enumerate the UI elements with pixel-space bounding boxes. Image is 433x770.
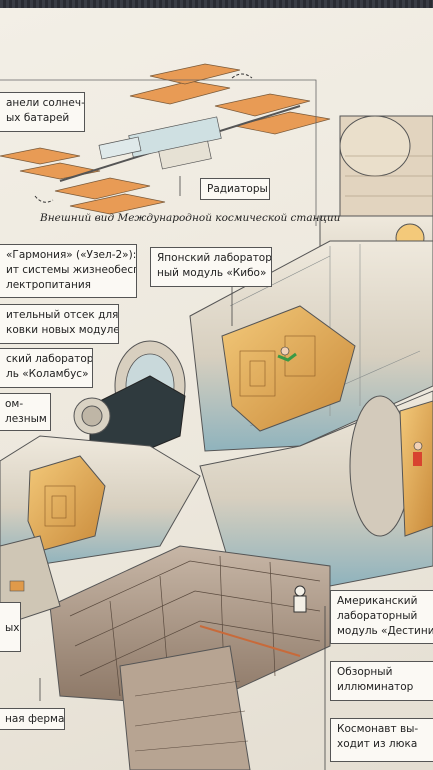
overview-caption: Внешний вид Международной космической ст…: [40, 212, 341, 224]
label-line: ль «Коламбус»: [6, 368, 89, 380]
label-cupola: Обзорный иллюминатор: [330, 661, 433, 701]
label-line: лабораторный: [337, 610, 418, 622]
label-text: ная ферма: [5, 713, 65, 725]
label-partial-1: ом- лезным: [0, 393, 51, 431]
label-line: Американский: [337, 595, 418, 607]
background-fabric: [0, 0, 433, 8]
label-destiny: Американский лабораторный модуль «Дестин…: [330, 590, 433, 644]
label-harmony: «Гармония» («Узел-2»): ит системы жизнео…: [0, 244, 137, 298]
label-line: Космонавт вы-: [337, 723, 419, 735]
label-radiators: Радиаторы: [200, 178, 270, 200]
iss-illustration: [0, 63, 433, 770]
label-line: ковки новых модулей: [6, 324, 119, 336]
truss-structure: [49, 545, 331, 770]
label-line: ский лаборатор-: [6, 353, 93, 365]
label-line: Обзорный: [337, 666, 393, 678]
overview-solar-panels: [0, 63, 331, 215]
label-line: ых: [5, 622, 20, 634]
label-line: модуль «Дестини: [337, 625, 433, 637]
spacewalk-astronaut: [293, 585, 307, 613]
label-line: Японский лаборатор-: [157, 252, 272, 264]
label-line: анели солнеч-: [6, 97, 85, 109]
label-line: лезным: [5, 413, 47, 425]
label-line: ых батарей: [6, 112, 70, 124]
label-line: «Гармония» («Узел-2»):: [6, 249, 137, 261]
label-line: лектропитания: [6, 279, 91, 291]
label-text: Радиаторы: [207, 183, 268, 195]
destiny-module: [199, 390, 433, 587]
label-truss: ная ферма: [0, 708, 65, 730]
label-solar-panels: анели солнеч- ых батарей: [0, 92, 85, 132]
connector-ring: [73, 340, 186, 462]
label-line: ный модуль «Кибо»: [157, 267, 267, 279]
label-line: ходит из люка: [337, 738, 418, 750]
label-line: ит системы жизнеобеспече-: [6, 264, 136, 276]
book-page: анели солнеч- ых батарей Радиаторы Внешн…: [0, 6, 433, 770]
label-columbus: ский лаборатор- ль «Коламбус»: [0, 348, 93, 388]
label-line: ительный отсек для: [6, 309, 119, 321]
label-line: иллюминатор: [337, 681, 414, 693]
upper-right-module: [339, 115, 433, 232]
label-docking: ительный отсек для ковки новых модулей: [0, 304, 119, 344]
label-partial-2: ых: [0, 602, 21, 652]
label-spacewalk: Космонавт вы- ходит из люка: [330, 718, 433, 762]
overview-station-core: [98, 116, 222, 170]
label-line: ом-: [5, 398, 24, 410]
label-kibo: Японский лаборатор- ный модуль «Кибо»: [150, 247, 272, 287]
